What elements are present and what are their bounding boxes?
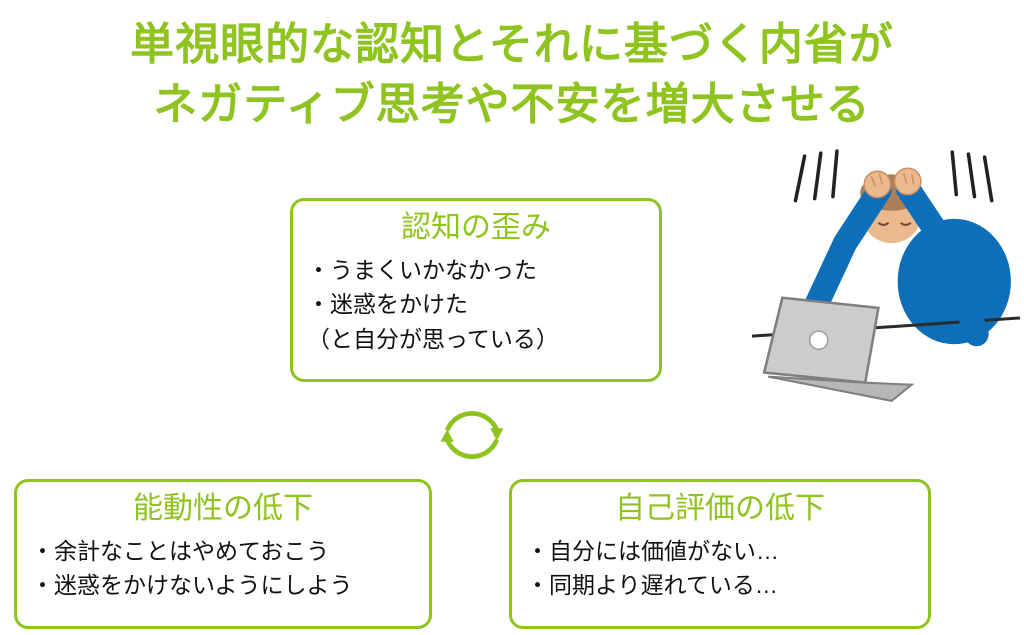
cognition-box-item: （と自分が思っている）: [307, 325, 559, 352]
agency-box-item: ・余計なことはやめておこう: [31, 537, 330, 564]
laptop-logo: [808, 330, 829, 351]
self-evaluation-box-item: ・同期より遅れている…: [526, 572, 778, 598]
stress-marks-left: [793, 149, 839, 203]
person-fingers: [870, 173, 915, 187]
cycle-arc-top: [444, 411, 500, 432]
cycle-arrowhead-left: [440, 429, 454, 442]
agency-box-item: ・迷惑をかけないようにしよう: [31, 572, 353, 598]
laptop-base: [767, 375, 915, 402]
stressed-person-illustration: [752, 148, 1020, 406]
slide-title-line2: ネガティブ思考や不安を増大させる: [153, 80, 871, 129]
person-eye: [877, 222, 890, 226]
stressed-person-at-laptop-icon: [752, 149, 1020, 402]
self-evaluation-box-heading: 自己評価の低下: [615, 492, 825, 525]
cognition-box-item: ・うまくいかなかった: [307, 256, 537, 283]
cognition-box-item: ・迷惑をかけた: [307, 291, 468, 317]
cycle-arc-bottom: [444, 438, 500, 459]
agency-box-heading: 能動性の低下: [133, 492, 313, 525]
cognition-box-heading: 認知の歪み: [401, 211, 551, 244]
cycle-arrows-icon: [418, 392, 526, 478]
self-evaluation-decline-box: 自己評価の低下 ・自分には価値がない… ・同期より遅れている…: [509, 479, 931, 629]
self-evaluation-box-item: ・自分には価値がない…: [526, 537, 779, 564]
person-hand: [863, 170, 892, 199]
agency-decline-box: 能動性の低下 ・余計なことはやめておこう ・迷惑をかけないようにしよう: [14, 479, 432, 629]
person-right-arm: [895, 176, 989, 347]
slide-title-line1: 単視眼的な認知とそれに基づく内省が: [130, 20, 894, 69]
cognition-distortion-box: 認知の歪み ・うまくいかなかった ・迷惑をかけた （と自分が思っている）: [290, 198, 662, 382]
cycle-arrowhead-right: [490, 428, 504, 441]
stress-marks-right: [950, 150, 994, 203]
person-eye: [900, 222, 912, 226]
cycle-arrows-svg: [440, 411, 504, 459]
person-hand: [893, 167, 922, 196]
